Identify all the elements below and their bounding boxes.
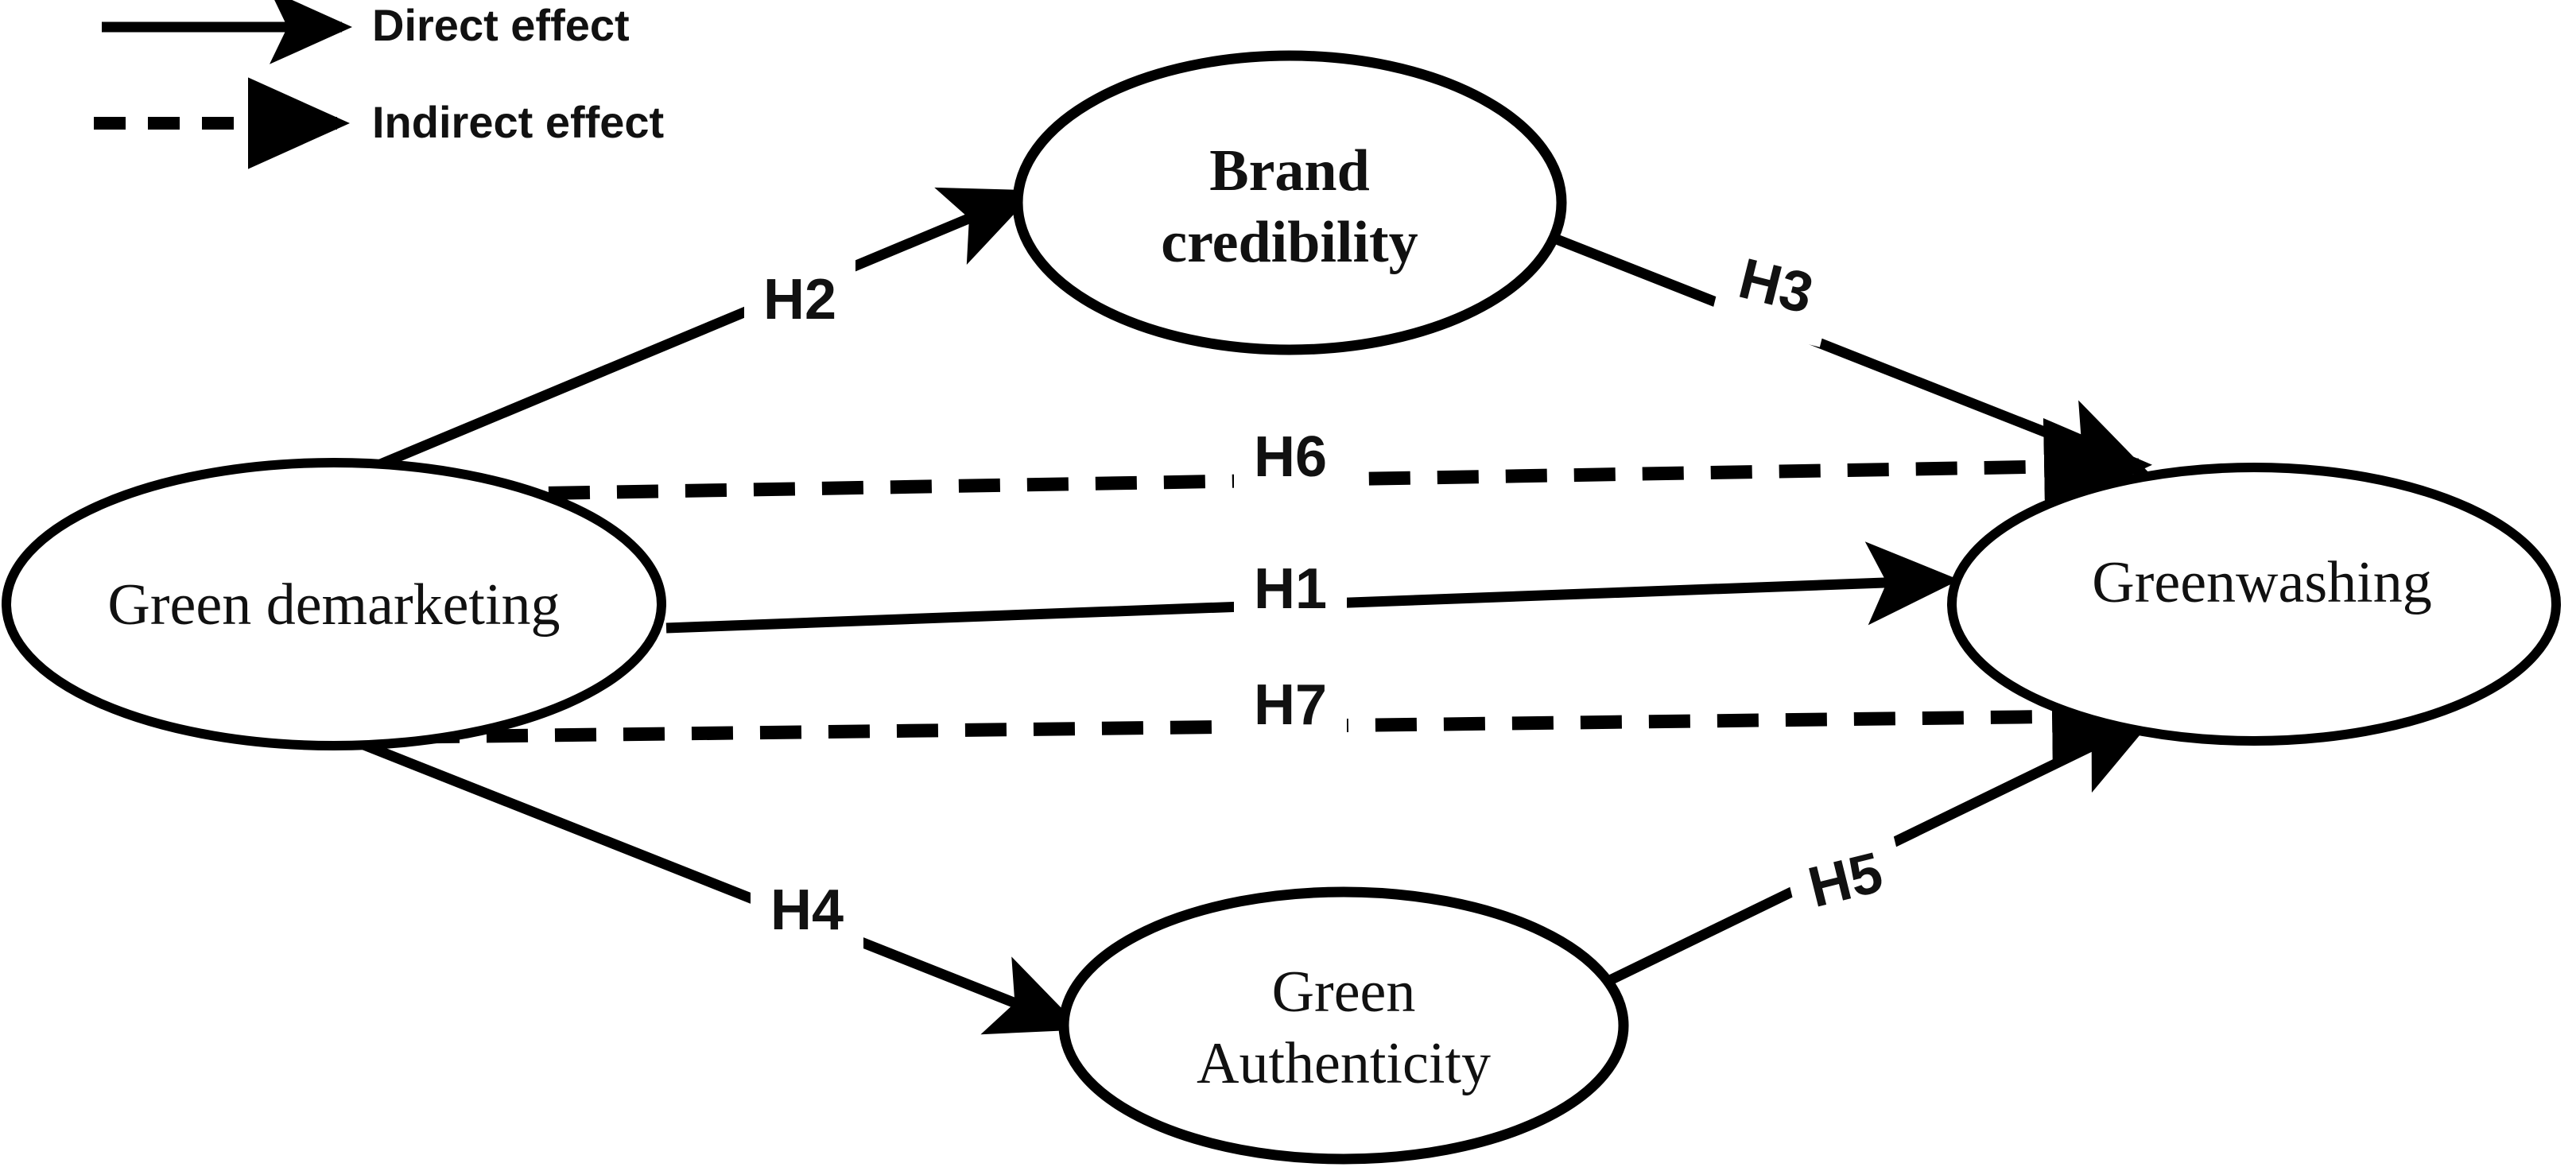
node-green-authenticity[interactable]: Green Authenticity [1058, 886, 1629, 1165]
nodes-layer: Green demarketing Brand credibility Gree… [2, 50, 2561, 1165]
node-green-demarketing-shape[interactable] [2, 458, 666, 750]
edge-label-h2-text: H2 [763, 268, 836, 331]
hypothesis-labels-layer: H2 H3 H6 H1 H7 H4 [744, 228, 1913, 960]
edge-label-h6-backdrop [1234, 413, 1347, 506]
node-green-authenticity-shape[interactable] [1058, 886, 1629, 1165]
node-green-authenticity-label-line2: Authenticity [1197, 1031, 1491, 1096]
node-brand-credibility-label-line2: credibility [1161, 210, 1418, 275]
edge-label-h7-backdrop [1234, 661, 1347, 755]
edge-label-h4: H4 [751, 867, 863, 960]
node-brand-credibility-label-line1: Brand [1209, 138, 1370, 204]
edge-label-h5: H5 [1780, 822, 1913, 941]
node-green-demarketing-label: Green demarketing [107, 572, 560, 638]
node-green-authenticity-label-line1: Green [1272, 960, 1416, 1025]
legend-item-direct: Direct effect [102, 0, 630, 64]
legend-label-direct: Direct effect [372, 0, 630, 50]
node-brand-credibility[interactable]: Brand credibility [1012, 50, 1567, 355]
edge-label-h5-backdrop [1780, 822, 1913, 941]
edge-label-h1: H1 [1234, 545, 1347, 639]
node-brand-credibility-shape[interactable] [1012, 50, 1567, 355]
edge-label-h6: H6 [1234, 413, 1347, 506]
edge-label-h1-text: H1 [1254, 557, 1327, 621]
legend-label-indirect: Indirect effect [372, 97, 664, 147]
edge-label-h1-backdrop [1234, 545, 1347, 639]
legend-item-indirect: Indirect effect [94, 77, 664, 169]
edge-label-h7: H7 [1234, 661, 1347, 755]
node-greenwashing[interactable]: Greenwashing [1947, 463, 2561, 746]
node-greenwashing-label: Greenwashing [2092, 550, 2431, 615]
edge-label-h6-text: H6 [1254, 425, 1327, 489]
edge-label-h7-text: H7 [1254, 673, 1327, 737]
edge-label-h4-backdrop [751, 867, 863, 960]
edge-label-h4-text: H4 [770, 878, 844, 942]
node-greenwashing-shape[interactable] [1947, 463, 2561, 746]
edge-h4-line [347, 734, 1083, 1035]
edge-label-h3-backdrop [1710, 228, 1843, 347]
edge-label-h2-backdrop [744, 256, 855, 348]
edge-h3-line [1532, 225, 2150, 479]
edge-label-h2: H2 [744, 256, 855, 348]
node-green-demarketing[interactable]: Green demarketing [2, 458, 666, 750]
legend: Direct effect Indirect effect [94, 0, 664, 169]
edge-label-h3: H3 [1710, 228, 1843, 347]
edge-h2-line [347, 187, 1037, 482]
